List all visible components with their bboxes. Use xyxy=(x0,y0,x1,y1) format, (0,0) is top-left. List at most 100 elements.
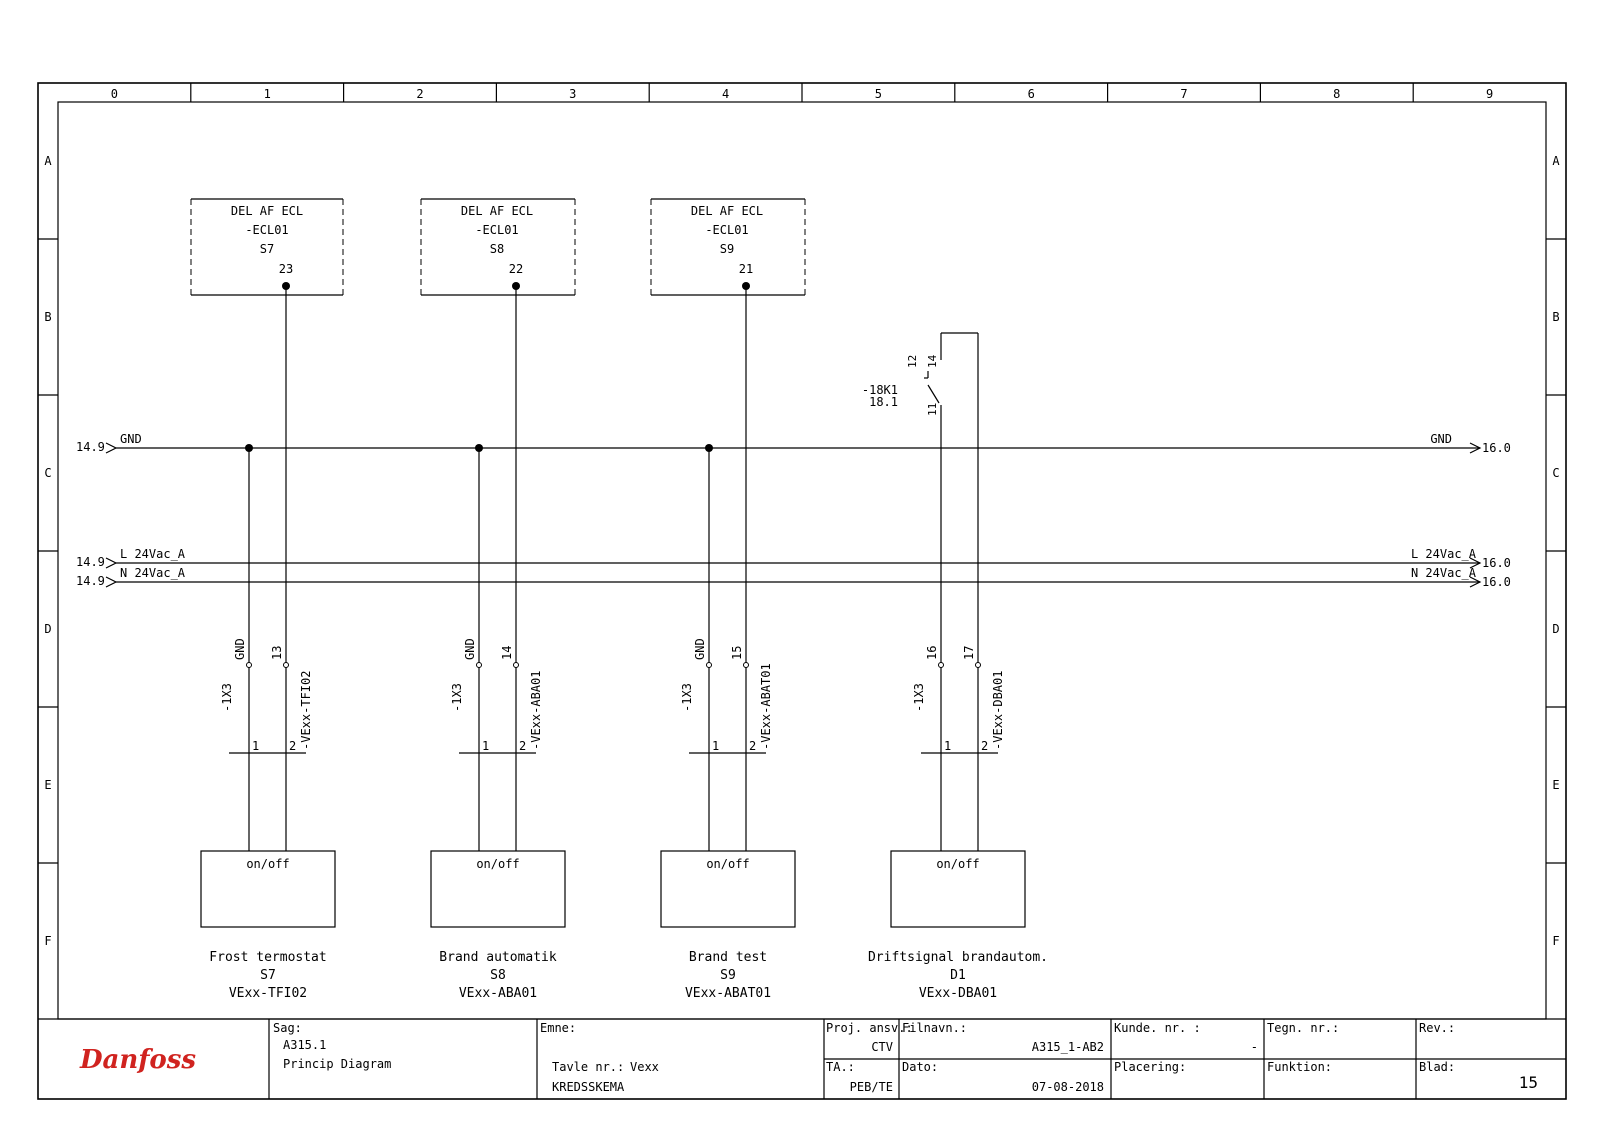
term-s8-right: 14 xyxy=(500,646,514,660)
pin2-d1: 2 xyxy=(981,739,988,753)
column-label: 2 xyxy=(416,87,423,101)
row-label: B xyxy=(44,310,51,324)
row-label: A xyxy=(1552,154,1560,168)
tb-blad-value: 15 xyxy=(1519,1073,1538,1092)
term-s9-right: 15 xyxy=(730,646,744,660)
gnd-junction-s7 xyxy=(245,444,253,452)
bus-l24-to-ref: 16.0 xyxy=(1482,556,1511,570)
pin2-s9: 2 xyxy=(749,739,756,753)
tb-tavle-value: Vexx xyxy=(630,1060,659,1074)
bus-gnd-to-ref: 16.0 xyxy=(1482,441,1511,455)
relay-ref: 18.1 xyxy=(869,395,898,409)
row-label: B xyxy=(1552,310,1559,324)
strip-s8: -1X3 xyxy=(450,683,464,712)
device-box-label-s8: on/off xyxy=(476,857,519,871)
ecl-block-s7: DEL AF ECL -ECL01 S7 23 xyxy=(190,198,344,296)
tb-tavle-label: Tavle nr.: xyxy=(552,1060,624,1074)
device-sig-s7: S7 xyxy=(260,968,276,983)
row-label: F xyxy=(44,934,51,948)
gnd-junction-s9 xyxy=(705,444,713,452)
bus-l24-from-ref: 14.9 xyxy=(76,555,105,569)
column-label: 0 xyxy=(111,87,118,101)
ecl-s8-line1: DEL AF ECL xyxy=(461,204,533,218)
relay-pin-com: 11 xyxy=(926,403,939,416)
circuit-d1: 12 14 11 -18K1 18.1 16 17 -1X3 -VExx-DBA… xyxy=(862,332,1048,1001)
relay-pin-nc: 12 xyxy=(906,355,919,368)
tb-kunde-label: Kunde. nr. : xyxy=(1114,1021,1201,1035)
tb-funktion-label: Funktion: xyxy=(1267,1060,1332,1074)
device-box-label-s9: on/off xyxy=(706,857,749,871)
ecl-s8-line3: S8 xyxy=(490,242,504,256)
strip-s9: -1X3 xyxy=(680,683,694,712)
tb-sag-label: Sag: xyxy=(273,1021,302,1035)
ecl-s9-line2: -ECL01 xyxy=(705,223,748,237)
term-d1-right: 17 xyxy=(962,646,976,660)
device-box-d1 xyxy=(890,850,1026,928)
tb-dato-label: Dato: xyxy=(902,1060,938,1074)
bus-gnd-label-right: GND xyxy=(1430,432,1452,446)
column-label: 5 xyxy=(875,87,882,101)
ecl-s7-terminal: 23 xyxy=(279,262,293,276)
danfoss-logo: Danfoss xyxy=(79,1045,196,1075)
device-tag-s8: VExx-ABA01 xyxy=(459,986,537,1001)
tb-placering-label: Placering: xyxy=(1114,1060,1186,1074)
term-s7-right: 13 xyxy=(270,646,284,660)
ecl-s9-line1: DEL AF ECL xyxy=(691,204,763,218)
ecl-block-s9: DEL AF ECL -ECL01 S9 21 xyxy=(650,198,806,296)
device-sig-d1: D1 xyxy=(950,968,966,983)
ecl-s9-line3: S9 xyxy=(720,242,734,256)
term-s8-left: GND xyxy=(463,638,477,660)
device-name-s9: Brand test xyxy=(689,950,767,965)
row-label: C xyxy=(1552,466,1559,480)
device-tag-s9: VExx-ABAT01 xyxy=(685,986,771,1001)
bus-n24-label-right: N 24Vac_A xyxy=(1411,566,1477,580)
pin2-s7: 2 xyxy=(289,739,296,753)
tb-emne-label: Emne: xyxy=(540,1021,576,1035)
bus-n24-to-ref: 16.0 xyxy=(1482,575,1511,589)
device-box-s7 xyxy=(200,850,336,928)
column-label: 1 xyxy=(264,87,271,101)
bus-n24-from-ref: 14.9 xyxy=(76,574,105,588)
bus-gnd: 14.9 GND GND 16.0 xyxy=(76,432,1511,455)
device-tag-d1: VExx-DBA01 xyxy=(919,986,997,1001)
device-box-s8 xyxy=(430,850,566,928)
row-label: D xyxy=(1552,622,1559,636)
column-label: 4 xyxy=(722,87,729,101)
column-label: 7 xyxy=(1180,87,1187,101)
ecl-s7-line1: DEL AF ECL xyxy=(231,204,303,218)
tb-rev-label: Rev.: xyxy=(1419,1021,1455,1035)
pin1-s7: 1 xyxy=(252,739,259,753)
inner-frame xyxy=(57,101,1547,1020)
tb-proj-value: CTV xyxy=(871,1040,893,1054)
row-label: E xyxy=(44,778,51,792)
relay-pin-no: 14 xyxy=(926,354,939,368)
circuit-s7: DEL AF ECL -ECL01 S7 23 GND 13 -1X3 -VEx… xyxy=(190,198,344,1001)
tb-filnavn-value: A315_1-AB2 xyxy=(1032,1040,1104,1054)
ecl-s8-terminal: 22 xyxy=(509,262,523,276)
column-label: 8 xyxy=(1333,87,1340,101)
device-box-label-d1: on/off xyxy=(936,857,979,871)
ecl-s9-terminal: 21 xyxy=(739,262,753,276)
relay-name: -18K1 xyxy=(862,383,898,397)
tb-ta-label: TA.: xyxy=(826,1060,855,1074)
term-s7-left: GND xyxy=(233,638,247,660)
device-box-label-s7: on/off xyxy=(246,857,289,871)
gnd-junction-s8 xyxy=(475,444,483,452)
ecl-s7-line2: -ECL01 xyxy=(245,223,288,237)
pin1-s9: 1 xyxy=(712,739,719,753)
row-label: F xyxy=(1552,934,1559,948)
row-label: A xyxy=(44,154,52,168)
tb-dato-value: 07-08-2018 xyxy=(1032,1080,1104,1094)
cable-s7: -VExx-TFI02 xyxy=(299,671,313,750)
ecl-s8-line2: -ECL01 xyxy=(475,223,518,237)
bus-n24: 14.9 N 24Vac_A N 24Vac_A 16.0 xyxy=(76,566,1511,589)
bus-l24-label-left: L 24Vac_A xyxy=(120,547,186,561)
pin1-s8: 1 xyxy=(482,739,489,753)
tb-blad-label: Blad: xyxy=(1419,1060,1455,1074)
tb-sag-value2: Princip Diagram xyxy=(283,1057,391,1071)
bus-l24: 14.9 L 24Vac_A L 24Vac_A 16.0 xyxy=(76,547,1511,570)
tb-proj-label: Proj. ansv.: xyxy=(826,1021,913,1035)
